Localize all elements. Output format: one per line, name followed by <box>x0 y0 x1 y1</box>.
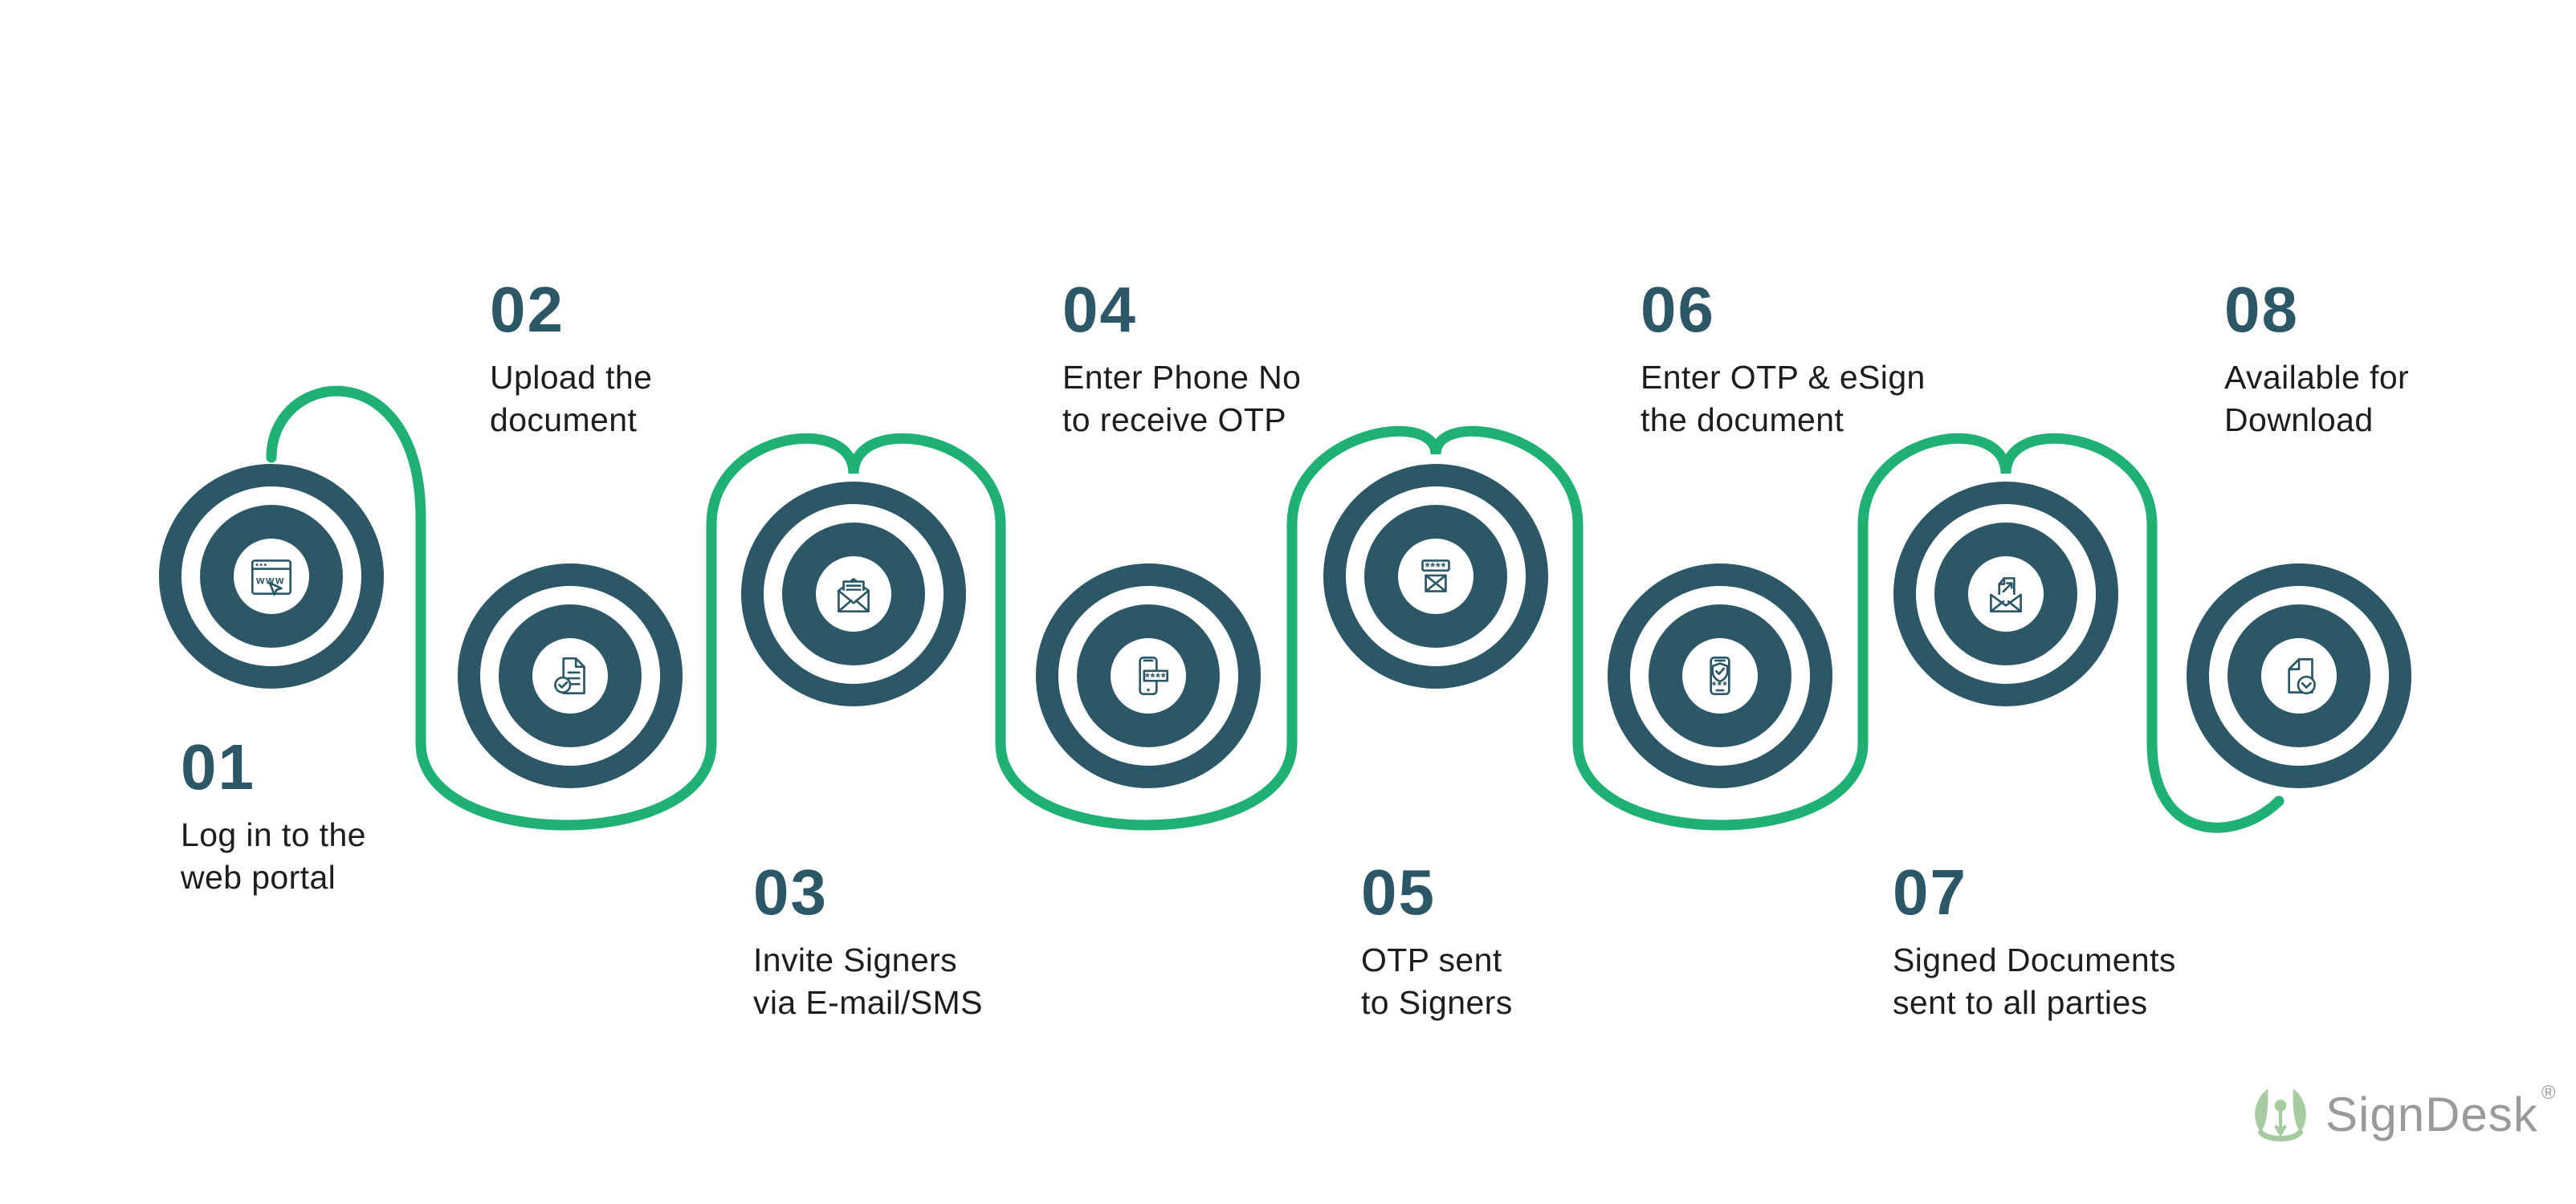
step-04-label: Enter Phone No to receive OTP <box>1062 359 1302 438</box>
signdesk-logo: SignDesk ® <box>2247 1080 2556 1148</box>
step-02-number: 02 <box>490 274 565 345</box>
step-08-ring <box>2228 604 2370 747</box>
step-08-text: 08 Available for Download <box>2224 278 2409 441</box>
step-01-text: 01 Log in to the web portal <box>181 735 366 899</box>
otp-message-icon: **** <box>1421 559 1450 592</box>
step-07-text: 07 Signed Documents sent to all parties <box>1893 860 2176 1024</box>
phone-esign-shield-icon: *** <box>1710 656 1730 696</box>
step-07-ring <box>1934 523 2077 665</box>
step-05-text: 05 OTP sent to Signers <box>1361 860 1513 1024</box>
open-envelope-invite-icon <box>838 578 870 612</box>
step-01-circle: www <box>159 464 384 689</box>
step-06-circle: *** <box>1608 563 1832 788</box>
svg-text:***: *** <box>1712 680 1728 692</box>
step-03-ring <box>782 523 925 665</box>
step-07-circle <box>1893 482 2118 706</box>
step-05-label: OTP sent to Signers <box>1361 942 1513 1021</box>
svg-text:****: **** <box>1145 672 1167 685</box>
step-06-label: Enter OTP & eSign the document <box>1641 359 1926 438</box>
step-01-ring: www <box>200 505 343 648</box>
step-08-number: 08 <box>2224 274 2299 345</box>
step-04-ring: **** <box>1077 604 1220 747</box>
browser-www-icon: www <box>251 559 292 596</box>
step-03-number: 03 <box>753 856 828 928</box>
step-01-label: Log in to the web portal <box>181 816 366 896</box>
step-01-number: 01 <box>181 731 255 803</box>
document-approved-icon <box>554 657 585 694</box>
signdesk-wreath-pen-icon <box>2255 1088 2306 1142</box>
step-08-circle <box>2187 563 2411 788</box>
step-08-label: Available for Download <box>2224 359 2410 438</box>
step-06-number: 06 <box>1641 274 1715 345</box>
registered-trademark-symbol: ® <box>2541 1081 2557 1104</box>
svg-text:****: **** <box>1425 561 1447 574</box>
svg-text:www: www <box>255 574 285 586</box>
document-download-icon <box>2288 658 2316 694</box>
envelope-send-document-icon <box>1990 577 2022 612</box>
step-02-label: Upload the document <box>490 359 653 438</box>
phone-otp-entry-icon: **** <box>1139 656 1169 696</box>
step-04-circle: **** <box>1036 563 1261 788</box>
serpentine-path <box>266 385 2285 833</box>
step-03-label: Invite Signers via E-mail/SMS <box>753 942 983 1021</box>
step-07-label: Signed Documents sent to all parties <box>1893 942 2176 1021</box>
step-03-text: 03 Invite Signers via E-mail/SMS <box>753 860 983 1024</box>
step-02-text: 02 Upload the document <box>490 278 652 441</box>
step-03-circle <box>741 482 966 706</box>
step-06-ring: *** <box>1649 604 1791 747</box>
step-05-ring: **** <box>1364 505 1507 648</box>
step-04-text: 04 Enter Phone No to receive OTP <box>1062 278 1301 441</box>
step-05-circle: **** <box>1323 464 1548 689</box>
logo-wordmark: SignDesk ® <box>2325 1081 2557 1141</box>
step-04-number: 04 <box>1062 274 1137 345</box>
step-07-number: 07 <box>1893 856 1967 928</box>
step-02-circle <box>458 563 683 788</box>
step-06-text: 06 Enter OTP & eSign the document <box>1641 278 1926 441</box>
step-05-number: 05 <box>1361 856 1436 928</box>
step-02-ring <box>499 604 642 747</box>
